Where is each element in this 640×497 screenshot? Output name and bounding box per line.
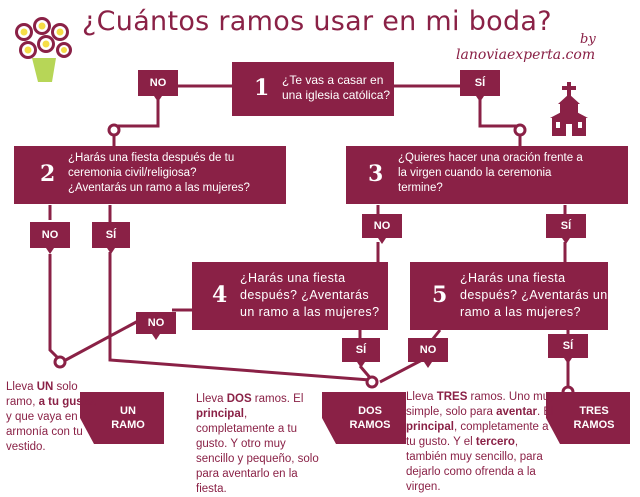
- question-3-number: 3: [368, 161, 384, 187]
- question-1-number: 1: [254, 75, 270, 101]
- question-5-box: 5 ¿Harás una fiesta después? ¿Aventarás …: [410, 262, 608, 330]
- answer-three-text: Lleva TRES ramos. Uno muy simple, solo p…: [406, 391, 555, 493]
- question-2-text: ¿Harás una fiesta después de tu ceremoni…: [68, 152, 250, 194]
- question-2-box: 2 ¿Harás una fiesta después de tu ceremo…: [14, 146, 286, 204]
- page-title: ¿Cuántos ramos usar en mi boda?: [82, 6, 552, 37]
- question-3-text: ¿Quieres hacer una oración frente a la v…: [398, 152, 583, 194]
- si-badge-q4: SÍ: [342, 338, 380, 368]
- question-4-text: ¿Harás una fiesta después? ¿Aventarás un…: [240, 271, 380, 319]
- question-2-number: 2: [40, 161, 56, 187]
- flowchart-connectors: [48, 84, 575, 399]
- no-badge-q2: NO: [30, 222, 70, 254]
- question-5-number: 5: [432, 282, 448, 308]
- church-icon: [548, 80, 590, 138]
- result-dos-ramos: DOS RAMOS: [322, 392, 406, 444]
- question-5-text: ¿Harás una fiesta después? ¿Aventarás un…: [460, 271, 608, 319]
- question-1-box: 1 ¿Te vas a casar en una iglesia católic…: [232, 62, 394, 116]
- si-badge-q3: SÍ: [546, 214, 586, 244]
- no-badge-q5: NO: [408, 338, 448, 368]
- question-3-box: 3 ¿Quieres hacer una oración frente a la…: [346, 146, 628, 204]
- result-tres-ramos: TRES RAMOS: [546, 392, 630, 444]
- no-badge-q3: NO: [362, 214, 402, 244]
- site-link[interactable]: lanoviaexperta.com: [456, 47, 596, 63]
- question-4-box: 4 ¿Harás una fiesta después? ¿Aventarás …: [192, 262, 388, 330]
- si-badge-q5: SÍ: [548, 334, 588, 364]
- bouquet-icon: [4, 10, 76, 90]
- no-badge-top: NO: [136, 70, 180, 102]
- no-badge-q4: NO: [136, 312, 176, 340]
- answer-one-text: Lleva UN solo ramo, a tu gusto, y que va…: [6, 381, 97, 453]
- question-4-number: 4: [212, 282, 228, 308]
- result-one-ramo: UN RAMO: [80, 392, 164, 444]
- answer-two-text: Lleva DOS ramos. El principal, completam…: [196, 393, 319, 495]
- si-badge-top: SÍ: [458, 70, 502, 102]
- question-1-text: ¿Te vas a casar en una iglesia católica?: [282, 73, 391, 102]
- si-badge-q2: SÍ: [92, 222, 130, 254]
- byline: by: [580, 32, 596, 47]
